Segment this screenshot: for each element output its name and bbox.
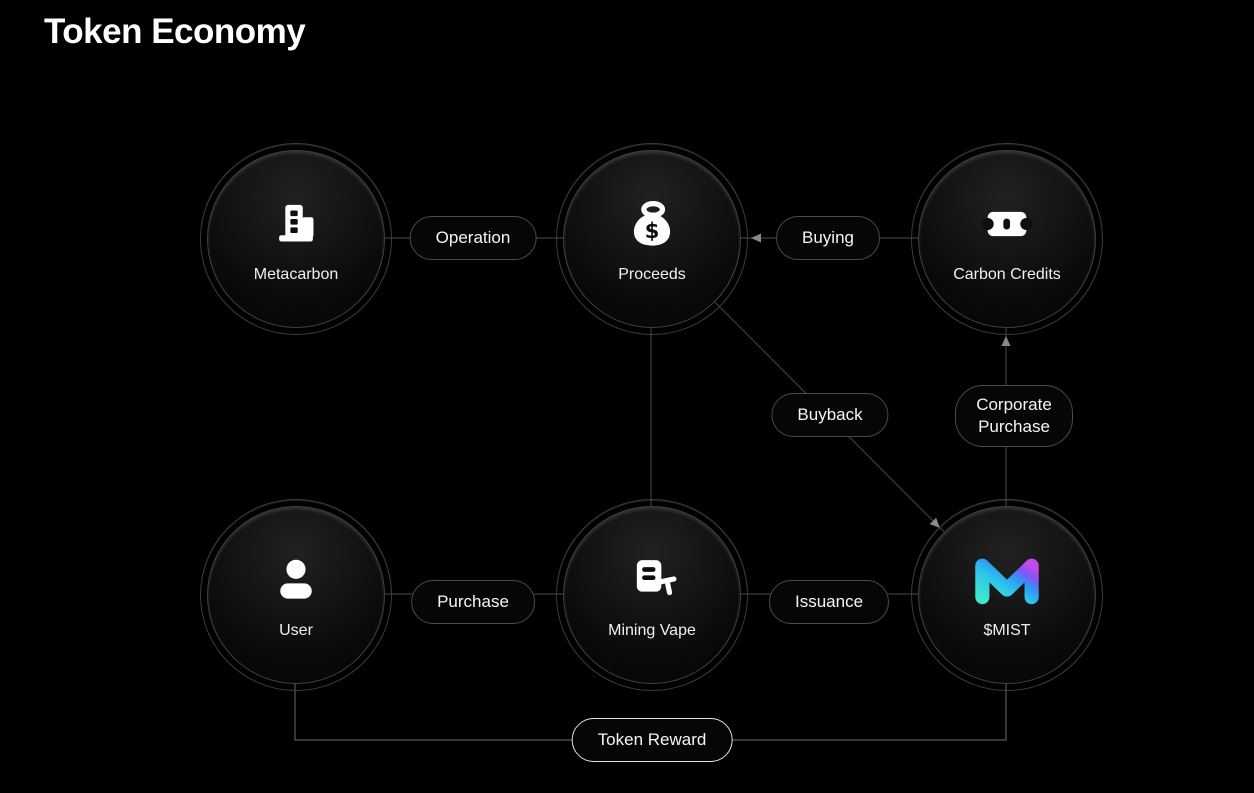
node-mining-vape: Mining Vape [556, 499, 748, 691]
node-carbon-credits: Carbon Credits [911, 143, 1103, 335]
mist-logo-icon [971, 551, 1043, 609]
arrowhead-into-carbon-credits [1001, 336, 1011, 346]
edge-label-issuance: Issuance [768, 580, 890, 624]
edge-label-purchase: Purchase [411, 580, 535, 624]
edge-label-buyback: Buyback [771, 393, 889, 437]
vape-device-icon [624, 551, 680, 609]
node-label-carbon-credits: Carbon Credits [953, 265, 1061, 283]
arrowhead-into-proceeds [751, 233, 761, 243]
person-icon [269, 551, 323, 609]
edge-label-token-reward: Token Reward [571, 718, 733, 762]
node-label-mist: $MIST [983, 621, 1031, 639]
node-label-mining-vape: Mining Vape [608, 621, 696, 639]
edge-label-operation: Operation [409, 216, 537, 260]
money-bag-icon: $ [624, 195, 680, 253]
node-label-user: User [279, 621, 313, 639]
node-label-metacarbon: Metacarbon [253, 265, 339, 283]
node-metacarbon: Metacarbon [200, 143, 392, 335]
ticket-icon [978, 195, 1036, 253]
node-user: User [200, 499, 392, 691]
svg-text:$: $ [645, 219, 660, 243]
arrowhead-into-mist [929, 517, 940, 528]
edge-label-corporate-purchase: Corporate Purchase [955, 385, 1073, 447]
building-icon [269, 195, 323, 253]
page-title: Token Economy [44, 12, 306, 51]
node-mist: $MIST [911, 499, 1103, 691]
node-label-proceeds: Proceeds [618, 265, 686, 283]
edge-label-buying: Buying [776, 216, 880, 260]
node-proceeds: $ Proceeds [556, 143, 748, 335]
